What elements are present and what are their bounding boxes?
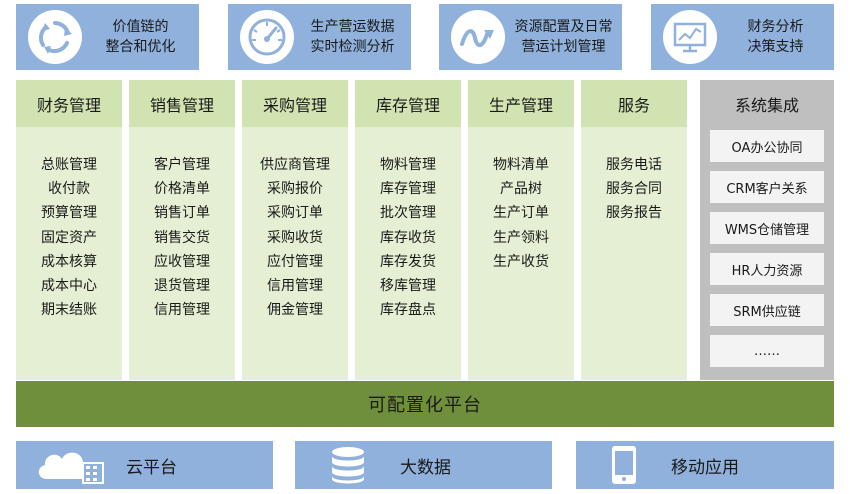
integration-item: CRM客户关系 <box>710 171 824 203</box>
module-item: 服务合同 <box>606 181 662 198</box>
module-title: 服务 <box>581 80 687 127</box>
integration-item: SRM供应链 <box>710 294 824 326</box>
tile-cloud-platform: 云平台 <box>16 441 273 489</box>
module-production: 生产管理 物料清单 产品树 生产订单 生产领料 生产收货 <box>468 80 574 380</box>
module-item: 库存收货 <box>380 229 436 246</box>
module-item: 固定资产 <box>41 229 97 246</box>
module-item: 成本中心 <box>41 278 97 295</box>
module-service: 服务 服务电话 服务合同 服务报告 <box>581 80 687 380</box>
module-item: 服务报告 <box>606 205 662 222</box>
integration-item: HR人力资源 <box>710 253 824 285</box>
module-title: 销售管理 <box>129 80 235 127</box>
module-sales: 销售管理 客户管理 价格清单 销售订单 销售交货 应收管理 退货管理 信用管理 <box>129 80 235 380</box>
module-item: 生产收货 <box>493 253 549 270</box>
module-item: 批次管理 <box>380 205 436 222</box>
module-title: 生产管理 <box>468 80 574 127</box>
module-item: 销售交货 <box>154 229 210 246</box>
module-item: 采购订单 <box>267 205 323 222</box>
banner-value-chain: 价值链的整合和优化 <box>16 4 199 70</box>
module-item: 库存发货 <box>380 253 436 270</box>
module-item: 服务电话 <box>606 157 662 173</box>
integration-item: …… <box>710 335 824 367</box>
cloud-server-icon <box>16 445 126 485</box>
database-icon <box>295 445 400 485</box>
module-item: 采购报价 <box>267 181 323 198</box>
module-item: 成本核算 <box>41 253 97 270</box>
monitor-chart-icon <box>663 10 717 64</box>
module-item: 客户管理 <box>154 157 210 173</box>
banner-resource-planning: 资源配置及日常营运计划管理 <box>439 4 622 70</box>
module-finance: 财务管理 总账管理 收付款 预算管理 固定资产 成本核算 成本中心 期末结账 <box>16 80 122 380</box>
module-item: 预算管理 <box>41 205 97 222</box>
module-title: 库存管理 <box>355 80 461 127</box>
module-item: 库存盘点 <box>380 302 436 319</box>
banner-line2: 整合和优化 <box>105 39 176 55</box>
tile-label: 云平台 <box>126 457 177 478</box>
integration-item: WMS仓储管理 <box>710 212 824 244</box>
banner-line1: 财务分析 <box>747 19 804 35</box>
tile-big-data: 大数据 <box>295 441 552 489</box>
module-item: 信用管理 <box>154 302 210 319</box>
tile-mobile-apps: 移动应用 <box>576 441 834 489</box>
module-item: 信用管理 <box>267 278 323 295</box>
module-item: 物料清单 <box>493 157 549 173</box>
module-purchasing: 采购管理 供应商管理 采购报价 采购订单 采购收货 应付管理 信用管理 佣金管理 <box>242 80 348 380</box>
module-item: 期末结账 <box>41 302 97 319</box>
module-item: 收付款 <box>48 181 90 198</box>
tile-label: 大数据 <box>400 457 451 478</box>
banner-financial-analysis: 财务分析决策支持 <box>651 4 834 70</box>
module-item: 生产订单 <box>493 205 549 222</box>
recycle-arrows-icon <box>28 10 82 64</box>
module-item: 物料管理 <box>380 157 436 173</box>
module-item: 产品树 <box>500 181 542 198</box>
wave-path-icon <box>451 10 505 64</box>
banner-production-data: 生产营运数据实时检测分析 <box>228 4 411 70</box>
smartphone-icon <box>576 445 671 485</box>
module-title: 采购管理 <box>242 80 348 127</box>
module-item: 应收管理 <box>154 253 210 270</box>
banner-line1: 资源配置及日常 <box>514 19 613 35</box>
banner-line1: 生产营运数据 <box>310 19 395 35</box>
module-item: 价格清单 <box>154 181 210 198</box>
module-item: 应付管理 <box>267 253 323 270</box>
module-title: 财务管理 <box>16 80 122 127</box>
module-system-integration: 系统集成 OA办公协同 CRM客户关系 WMS仓储管理 HR人力资源 SRM供应… <box>700 80 834 380</box>
banner-line2: 实时检测分析 <box>310 39 395 55</box>
module-item: 库存管理 <box>380 181 436 198</box>
banner-line2: 决策支持 <box>747 39 804 55</box>
module-title: 系统集成 <box>734 95 799 115</box>
speedometer-icon <box>240 10 294 64</box>
banner-line2: 营运计划管理 <box>521 39 606 55</box>
module-item: 供应商管理 <box>260 157 330 173</box>
module-item: 佣金管理 <box>267 302 323 319</box>
module-item: 生产领料 <box>493 229 549 246</box>
module-item: 采购收货 <box>267 229 323 246</box>
module-item: 退货管理 <box>154 278 210 295</box>
module-item: 销售订单 <box>154 205 210 222</box>
tile-label: 移动应用 <box>671 457 739 478</box>
module-item: 总账管理 <box>41 157 97 173</box>
platform-bar: 可配置化平台 <box>16 381 834 427</box>
integration-item: OA办公协同 <box>710 130 824 162</box>
module-item: 移库管理 <box>380 278 436 295</box>
banner-line1: 价值链的 <box>112 19 169 35</box>
module-inventory: 库存管理 物料管理 库存管理 批次管理 库存收货 库存发货 移库管理 库存盘点 <box>355 80 461 380</box>
